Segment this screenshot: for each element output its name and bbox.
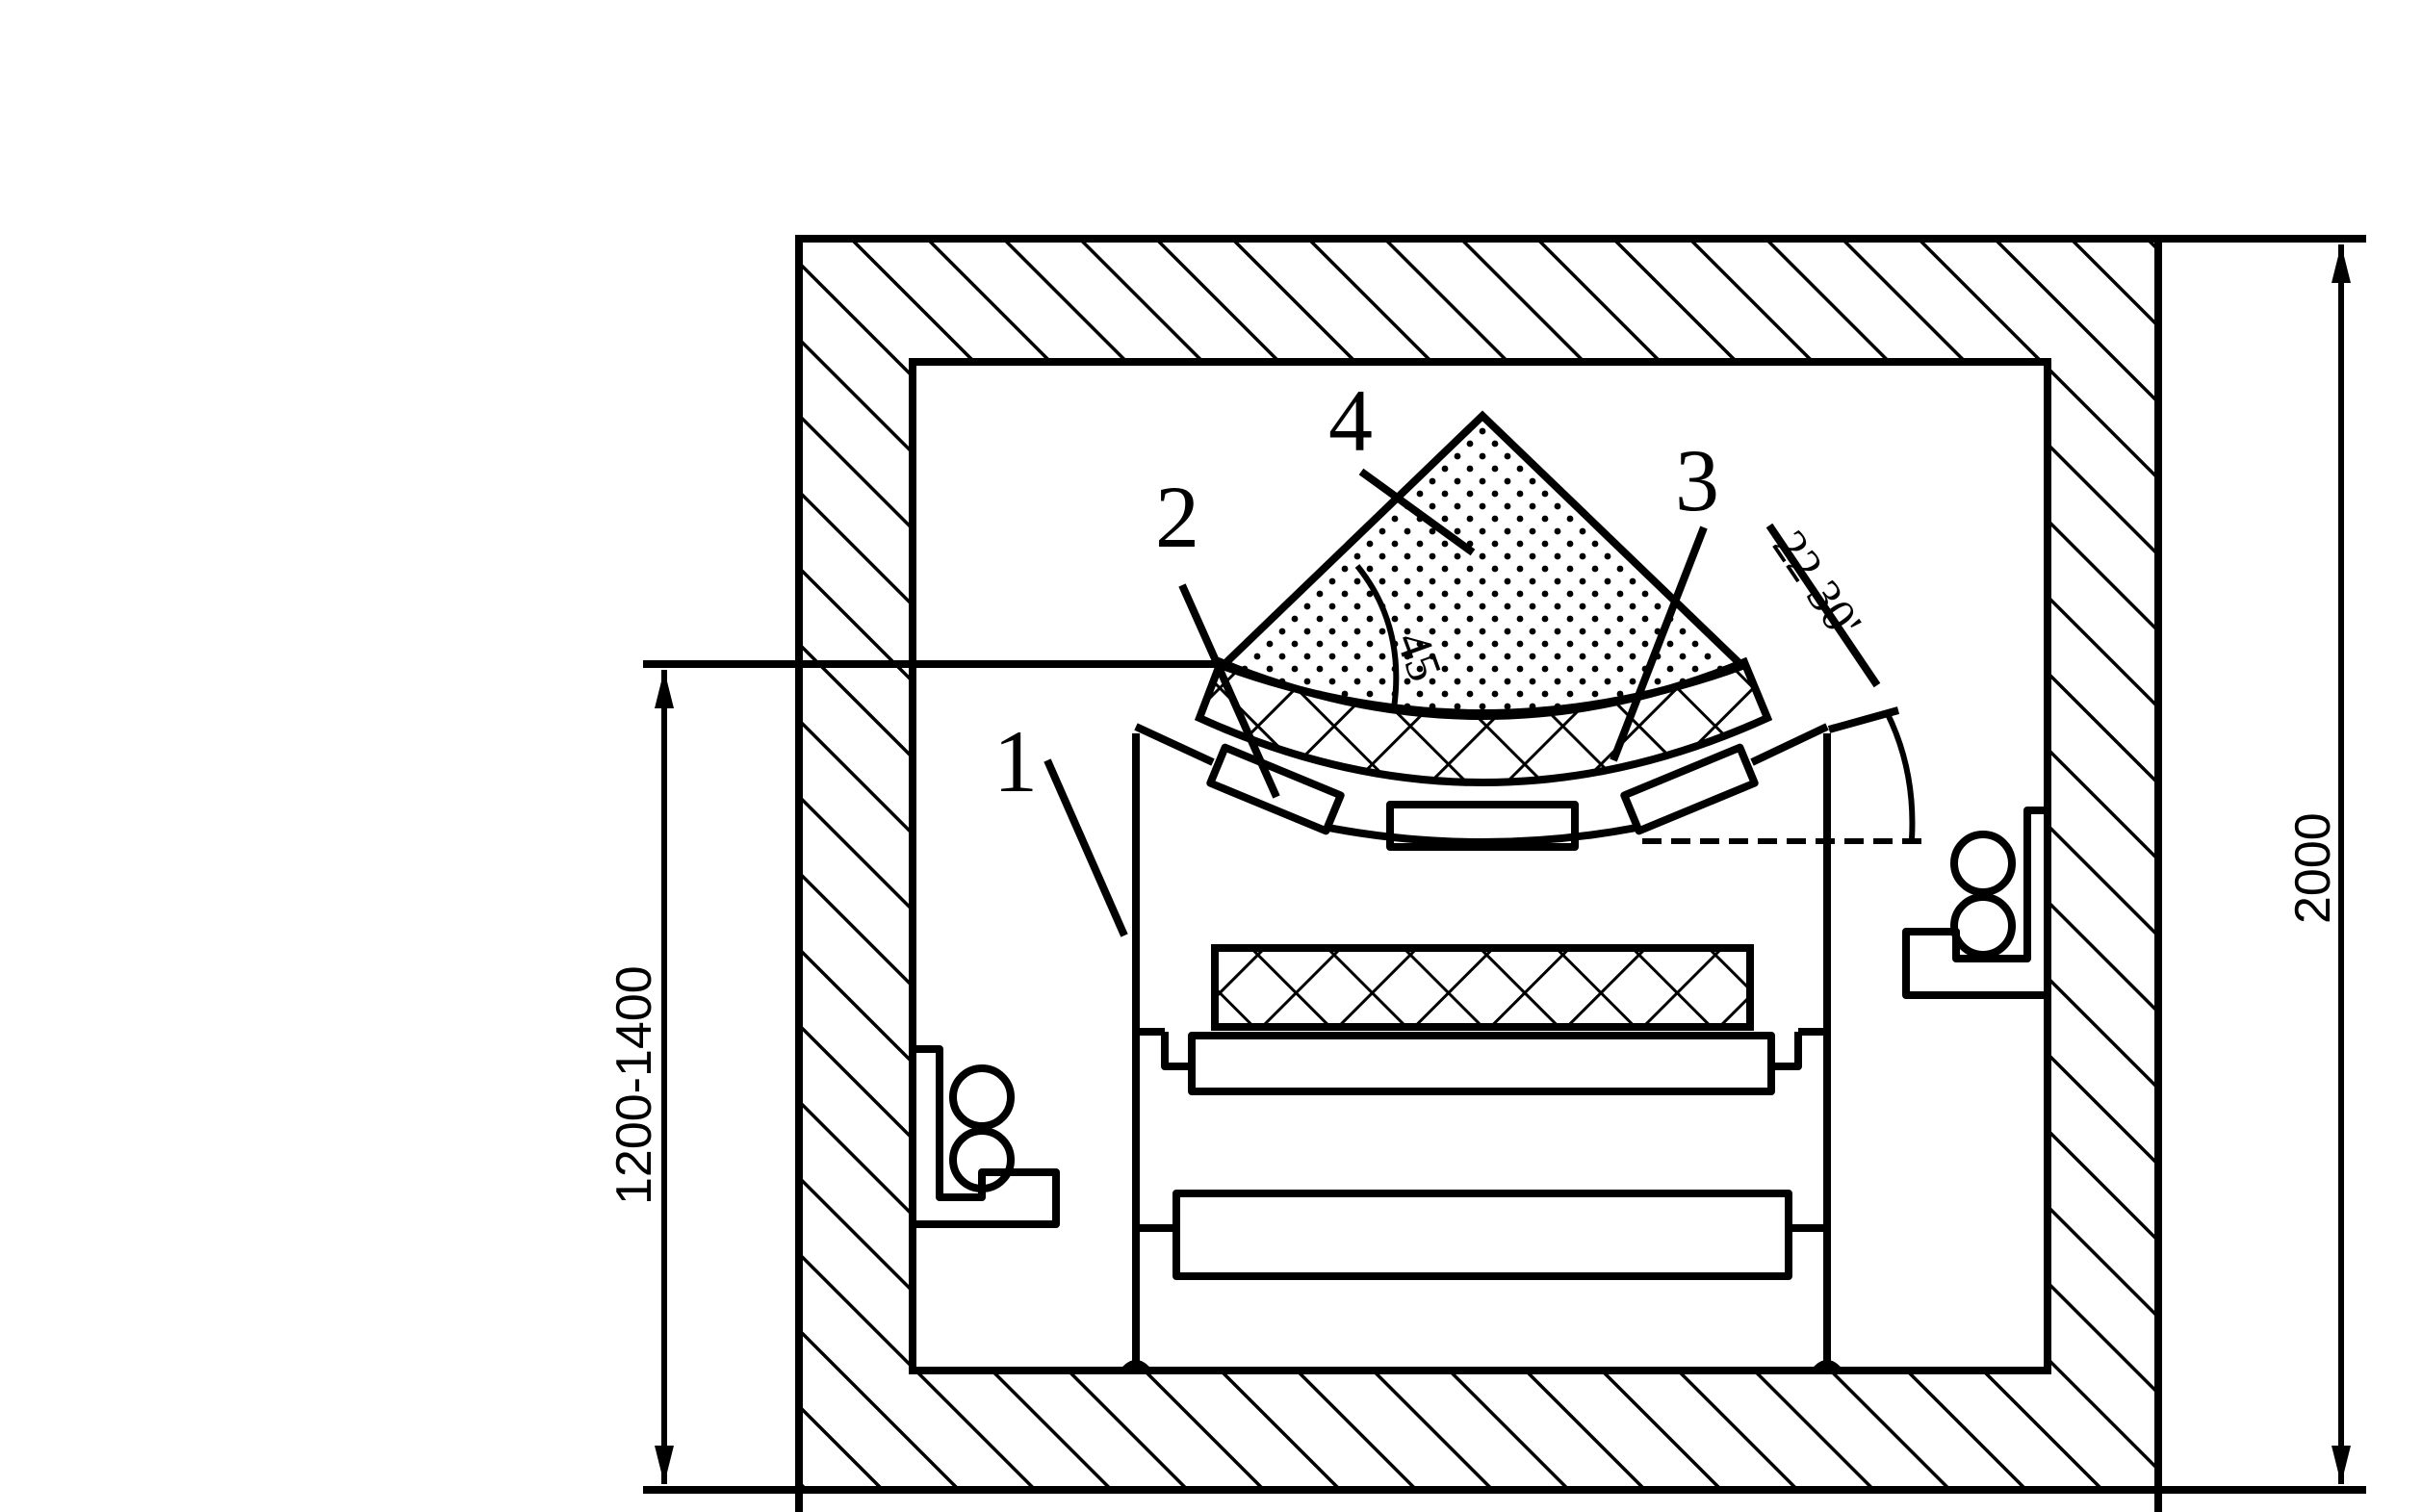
angle-label-22-30: 22 30'	[1763, 521, 1872, 648]
dimension-label-total-height: 2000	[2285, 812, 2341, 924]
part-label-2: 2	[1155, 468, 1199, 566]
part-label-3: 3	[1675, 431, 1719, 529]
leader-part-1	[1044, 758, 1128, 937]
angle-arc-outer	[1884, 710, 1916, 840]
left-cable-hanger	[913, 1045, 1060, 1228]
conveyor-belt-return	[1211, 944, 1754, 1031]
part-label-4: 4	[1328, 372, 1373, 470]
return-roller-lower	[1172, 1190, 1792, 1280]
dimension-total-height	[2158, 235, 2366, 1494]
troughing-idlers	[1206, 743, 1759, 851]
angle-line-slope	[1765, 523, 1881, 688]
part-label-1: 1	[993, 712, 1038, 810]
right-cable-hanger	[1902, 807, 2048, 999]
dimension-label-conveyor-height: 1200-1400	[606, 965, 662, 1205]
leader-part-3	[1610, 525, 1708, 762]
angle-arc-45	[1354, 564, 1400, 709]
leader-part-4	[1358, 468, 1476, 556]
dimension-conveyor-height	[643, 670, 799, 1494]
leader-part-2	[1178, 583, 1280, 799]
bulk-material-load	[1215, 410, 1750, 717]
return-roller-upper	[1188, 1032, 1775, 1095]
